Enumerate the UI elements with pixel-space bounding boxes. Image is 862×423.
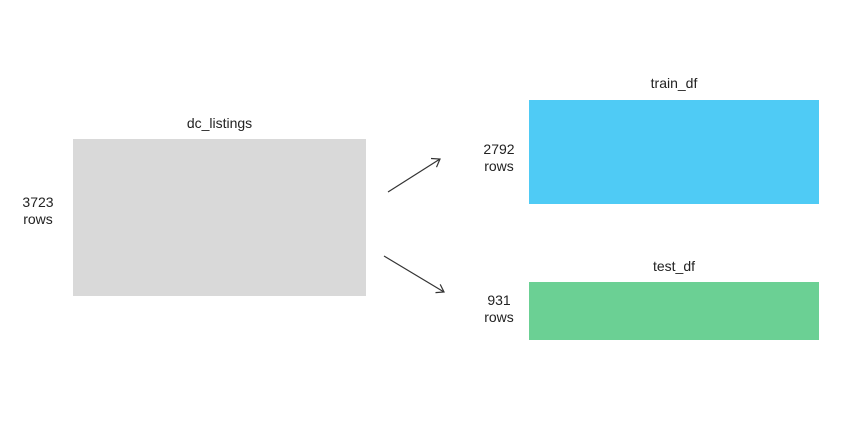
test-row-count: 931 rows — [475, 292, 523, 326]
test-rows-number: 931 — [487, 292, 511, 308]
arrow-to-test-head — [435, 284, 445, 294]
source-title: dc_listings — [186, 115, 253, 131]
arrow-to-train-head — [430, 157, 441, 168]
train-rows-unit: rows — [484, 158, 514, 174]
test-title: test_df — [652, 258, 696, 274]
train-title: train_df — [650, 75, 698, 91]
source-row-count: 3723 rows — [14, 194, 62, 228]
arrow-to-test — [383, 255, 445, 294]
source-rows-unit: rows — [23, 211, 53, 227]
train-rows-number: 2792 — [483, 141, 515, 157]
source-rows-number: 3723 — [22, 194, 54, 210]
source-block — [73, 139, 366, 296]
train-block — [529, 100, 819, 204]
train-row-count: 2792 rows — [475, 141, 523, 175]
test-block — [529, 282, 819, 340]
arrow-to-test-shaft — [383, 255, 445, 293]
test-rows-unit: rows — [484, 309, 514, 325]
arrow-to-train — [387, 157, 441, 193]
arrow-to-train-shaft — [387, 158, 441, 193]
